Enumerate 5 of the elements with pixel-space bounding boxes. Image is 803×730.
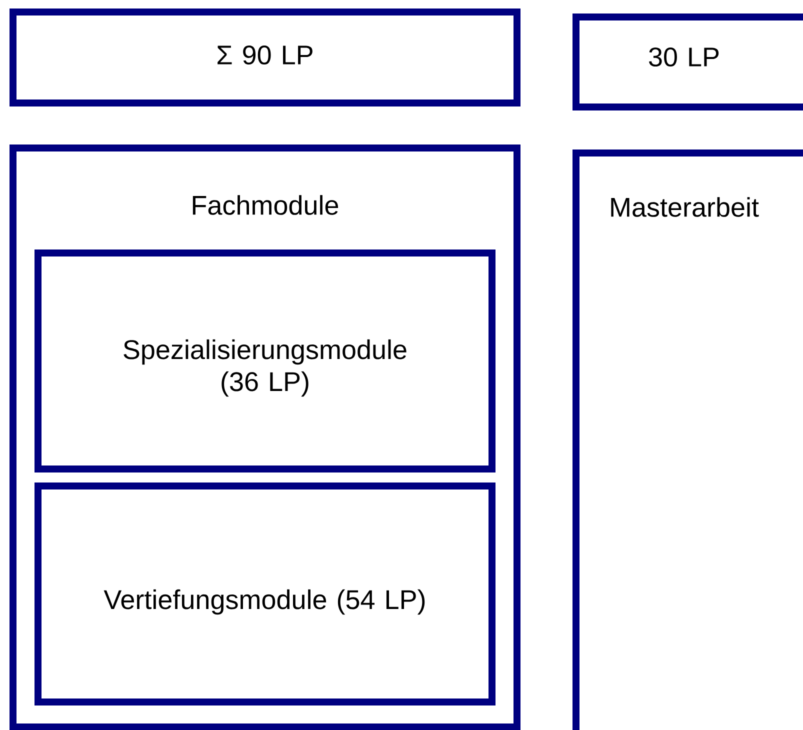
module-box: Σ 90 LP — [10, 8, 520, 106]
module-box: 30 LP — [572, 14, 803, 110]
module-box: Masterarbeit — [572, 150, 803, 730]
inner-module-box: Spezialisierungsmodule (36 LP) — [34, 250, 496, 472]
inner-module-box: Vertiefungsmodule (54 LP) — [34, 482, 496, 706]
